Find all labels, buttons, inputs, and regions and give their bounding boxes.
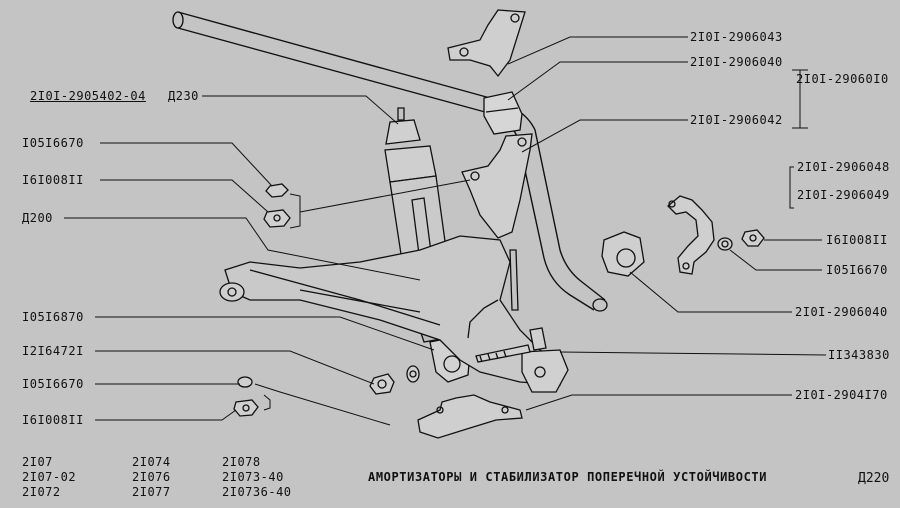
model-item: 2I078	[222, 455, 261, 469]
model-item: 2I074	[132, 455, 171, 469]
diagram-caption: АМОРТИЗАТОРЫ И СТАБИЛИЗАТОР ПОПЕРЕЧНОЙ У…	[368, 470, 768, 484]
ball-joint	[509, 249, 569, 393]
model-item: 2I0736-40	[222, 485, 292, 499]
part-label-top-bracket: 2I0I-2906043	[690, 30, 783, 44]
part-label-nut-upper: I6I008II	[22, 173, 84, 187]
rubber-cushion	[601, 231, 645, 277]
part-label-nut-lower: I2I6472I	[22, 344, 84, 358]
top-bracket	[447, 9, 526, 78]
model-item: 2I077	[132, 485, 171, 499]
model-item: 2I07	[22, 455, 53, 469]
part-label-clamp-2: 2I0I-2906049	[797, 188, 890, 202]
right-clamp	[667, 195, 715, 275]
part-label-right-washer: I05I6670	[826, 263, 888, 277]
model-item: 2I07-02	[22, 470, 77, 484]
part-label-bar-clamp: 2I0I-2906042	[690, 113, 783, 127]
bar-clamp	[461, 133, 533, 239]
part-label-washer-lower: I05I6870	[22, 310, 84, 324]
control-arm	[219, 235, 561, 386]
part-label-clamp-1: 2I0I-2906048	[797, 160, 890, 174]
model-item: 2I072	[22, 485, 61, 499]
model-item: 2I073-40	[222, 470, 284, 484]
part-label-cushion: 2I0I-2906040	[795, 305, 888, 319]
part-label-bar-bushing: 2I0I-2906040	[690, 55, 783, 69]
part-label-washer-bottom: I05I6670	[22, 377, 84, 391]
part-label-washer-upper: I05I6670	[22, 136, 84, 150]
part-label-long-bolt: II343830	[828, 348, 890, 362]
page-reference: Д220	[858, 471, 890, 486]
fasteners	[233, 183, 765, 417]
model-list: 2I07 2I074 2I078 2I07-02 2I076 2I073-40 …	[22, 455, 332, 500]
model-item: 2I076	[132, 470, 171, 484]
bottom-bracket	[417, 394, 523, 439]
part-label-shock-code: 2I0I-2905402-04	[30, 89, 146, 103]
part-label-bottom-bracket: 2I0I-2904I70	[795, 388, 888, 402]
part-label-right-nut: I6I008II	[826, 233, 888, 247]
bar-bushing	[483, 91, 523, 135]
long-bolt	[475, 327, 547, 363]
part-label-d200: Д200	[22, 211, 53, 225]
part-label-stabilizer-assembly: 2I0I-29060I0	[796, 72, 889, 86]
part-label-nut-bottom: I6I008II	[22, 413, 84, 427]
part-label-shock-ref: Д230	[168, 89, 199, 103]
leader-lines	[64, 36, 827, 426]
